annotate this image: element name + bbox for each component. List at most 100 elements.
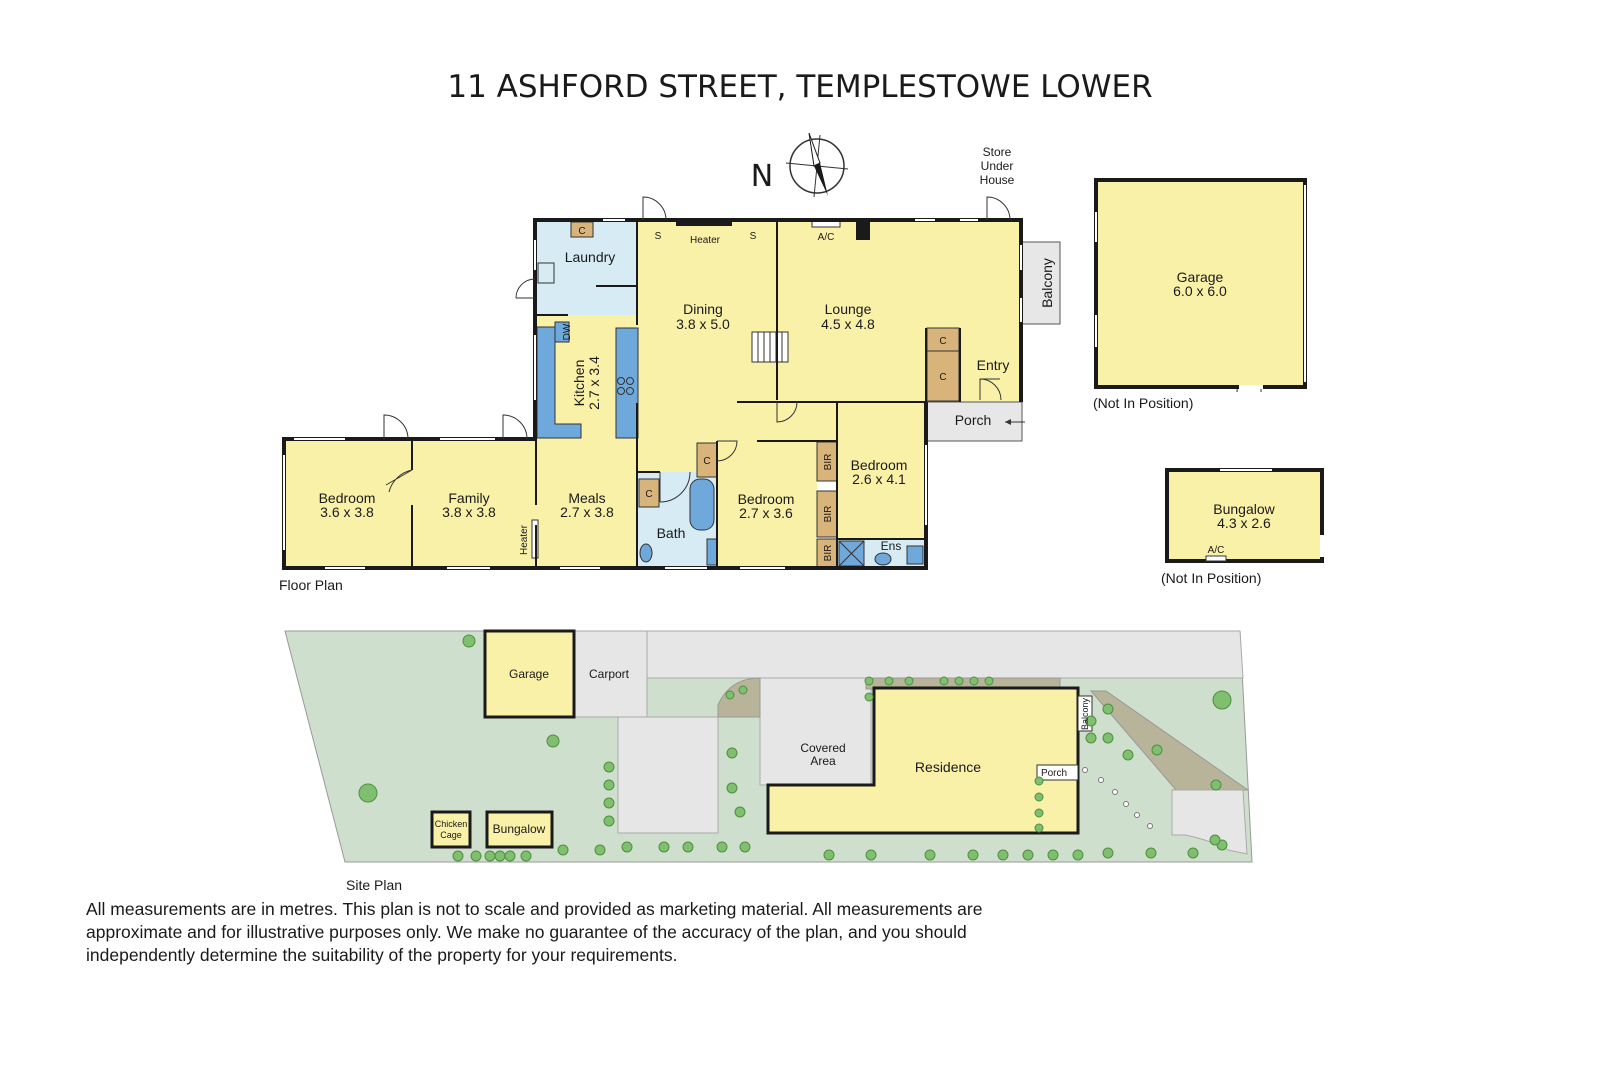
bedroom-1: [284, 441, 412, 568]
floor-plan-caption: Floor Plan: [279, 577, 343, 593]
bedroom1-label: Bedroom: [319, 490, 376, 506]
heater-unit: [676, 220, 732, 226]
family-label: Family: [448, 490, 489, 506]
site-chicken-label-1: Chicken: [435, 819, 468, 829]
bedroom3-label: Bedroom: [851, 457, 908, 473]
bedroom-2: [717, 441, 817, 568]
bedroom1-size: 3.6 x 3.8: [320, 504, 374, 520]
dishwasher: [554, 321, 570, 343]
site-garage-label: Garage: [509, 667, 549, 681]
floor-plan: Laundry Dining 3.8 x 5.0 Lounge 4.5 x 4.…: [279, 145, 1323, 593]
family-room: [412, 441, 536, 568]
smoke-detector-2: S: [750, 231, 757, 242]
cupboard-label-1: C: [578, 226, 585, 237]
bungalow-ac-unit: [1205, 555, 1227, 562]
site-garden-curve: [717, 677, 761, 718]
bungalow-size: 4.3 x 2.6: [1217, 515, 1271, 531]
laundry-tub: [537, 262, 555, 284]
garage-note: (Not In Position): [1093, 395, 1193, 411]
cupboard-label-2: C: [939, 336, 946, 347]
bungalow-label: Bungalow: [1213, 501, 1275, 517]
north-label: N: [751, 159, 773, 194]
store-label-1: Store: [983, 145, 1012, 159]
balcony-area: [1020, 241, 1061, 325]
interior-walls: [411, 222, 961, 568]
site-covered-area: [759, 677, 872, 786]
cupboard-bath: [638, 478, 660, 508]
heater-family-label: Heater: [519, 524, 530, 555]
site-residence: [766, 686, 1080, 835]
site-porch: [1036, 764, 1079, 781]
compass-ring: [789, 138, 845, 194]
cupboard-label-4: C: [703, 456, 710, 467]
site-stepping-stones: [1082, 767, 1153, 829]
site-plan-caption: Site Plan: [346, 877, 402, 893]
bedroom3-size: 2.6 x 4.1: [852, 471, 906, 487]
smoke-detector-1: S: [655, 231, 662, 242]
site-chicken-label-2: Cage: [440, 830, 462, 840]
meals-label: Meals: [568, 490, 605, 506]
meals-size: 2.7 x 3.8: [560, 504, 614, 520]
site-porch-label: Porch: [1041, 768, 1067, 779]
lounge-label: Lounge: [825, 301, 872, 317]
bungalow-ac-label: A/C: [1208, 545, 1225, 556]
ensuite-label: Ens: [881, 539, 902, 553]
bathtub-icon: [689, 478, 715, 531]
windows: [283, 219, 1022, 569]
site-shrubs: [358, 634, 1232, 862]
robe-label-2: BIR: [823, 506, 834, 523]
site-path: [1089, 690, 1250, 791]
cooktop-icon: [617, 377, 634, 395]
garage-size: 6.0 x 6.0: [1173, 283, 1227, 299]
bungalow-note: (Not In Position): [1161, 570, 1261, 586]
vanity-ens-icon: [906, 545, 924, 565]
stairs-icon: [751, 331, 789, 363]
bedroom2-size: 2.7 x 3.6: [739, 505, 793, 521]
site-garage: [483, 629, 576, 719]
site-covered-label-1: Covered: [800, 741, 845, 755]
site-carport-label: Carport: [589, 667, 630, 681]
cupboard-label-3: C: [939, 372, 946, 383]
robe-label-3: BIR: [823, 545, 834, 562]
garage-room: [1094, 178, 1307, 389]
bedroom-3: [837, 402, 926, 539]
toilet-ens-icon: [874, 552, 892, 566]
kitchen-label: Kitchen: [571, 360, 587, 407]
site-covered-label-2: Area: [810, 754, 836, 768]
garage-plan: Garage 6.0 x 6.0 (Not In Position): [1093, 178, 1307, 411]
shower-cross-2: [838, 540, 865, 567]
compass: N: [751, 132, 849, 198]
bungalow-plan: Bungalow 4.3 x 2.6 A/C (Not In Position): [1161, 468, 1324, 586]
site-driveway-top: [646, 630, 1244, 679]
vanity-icon: [706, 538, 718, 566]
bath-label: Bath: [657, 525, 686, 541]
garage-label: Garage: [1177, 269, 1224, 285]
site-chicken-cage: [430, 810, 472, 849]
kitchen-size: 2.7 x 3.4: [586, 356, 602, 410]
store-label-3: House: [980, 173, 1015, 187]
family-size: 3.8 x 3.8: [442, 504, 496, 520]
porch-label: Porch: [955, 412, 992, 428]
robe-label-1: BIR: [823, 454, 834, 471]
site-bungalow: [485, 810, 554, 849]
cupboard-label-5: C: [645, 489, 652, 500]
site-bungalow-label: Bungalow: [493, 822, 546, 836]
laundry-label: Laundry: [565, 249, 616, 265]
dining-label: Dining: [683, 301, 723, 317]
fireplace-unit: [856, 221, 870, 240]
site-driveway: [617, 716, 719, 834]
compass-needle-tail-icon: [808, 132, 821, 167]
site-plan: Garage Carport Covered Area Residence Ba…: [284, 629, 1253, 893]
entry-label: Entry: [977, 357, 1010, 373]
bedroom2-label: Bedroom: [738, 491, 795, 507]
store-label-2: Under: [981, 159, 1014, 173]
disclaimer-text: All measurements are in metres. This pla…: [86, 899, 983, 965]
page-title: 11 ASHFORD STREET, TEMPLESTOWE LOWER: [447, 69, 1152, 105]
dining-size: 3.8 x 5.0: [676, 316, 730, 332]
site-carport: [573, 630, 648, 718]
site-balcony-label: Balcony: [1080, 697, 1090, 730]
lounge-size: 4.5 x 4.8: [821, 316, 875, 332]
ac-label: A/C: [818, 232, 835, 243]
toilet-bath-icon: [639, 543, 653, 563]
